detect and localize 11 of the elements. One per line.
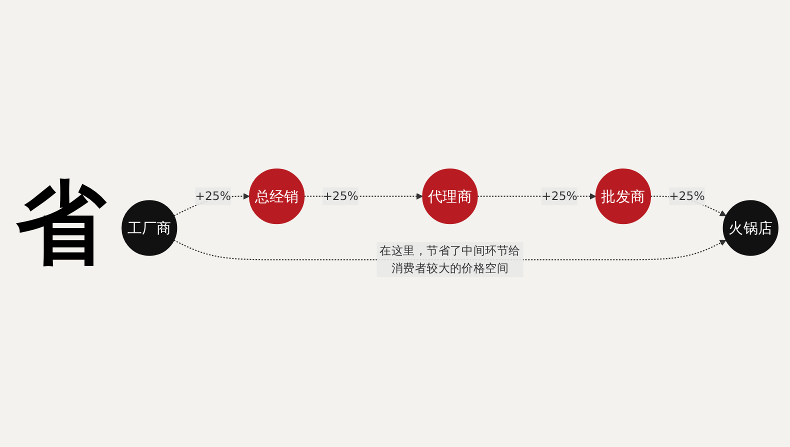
edge-label: +25%: [322, 189, 358, 204]
big-character: 省: [16, 170, 106, 278]
edge-label: +25%: [542, 189, 578, 204]
edge-label: +25%: [195, 189, 232, 204]
edge-label: +25%: [668, 189, 705, 204]
node-circle: 工厂商: [122, 200, 178, 256]
edge-label: 在这里，节省了中间环节给消费者较大的价格空间: [380, 244, 520, 276]
node-circle: 代理商: [422, 168, 478, 225]
node-circle: 批发商: [595, 168, 652, 225]
node-circle: 总经销: [248, 168, 305, 225]
node-circle: 火锅店: [722, 200, 778, 256]
